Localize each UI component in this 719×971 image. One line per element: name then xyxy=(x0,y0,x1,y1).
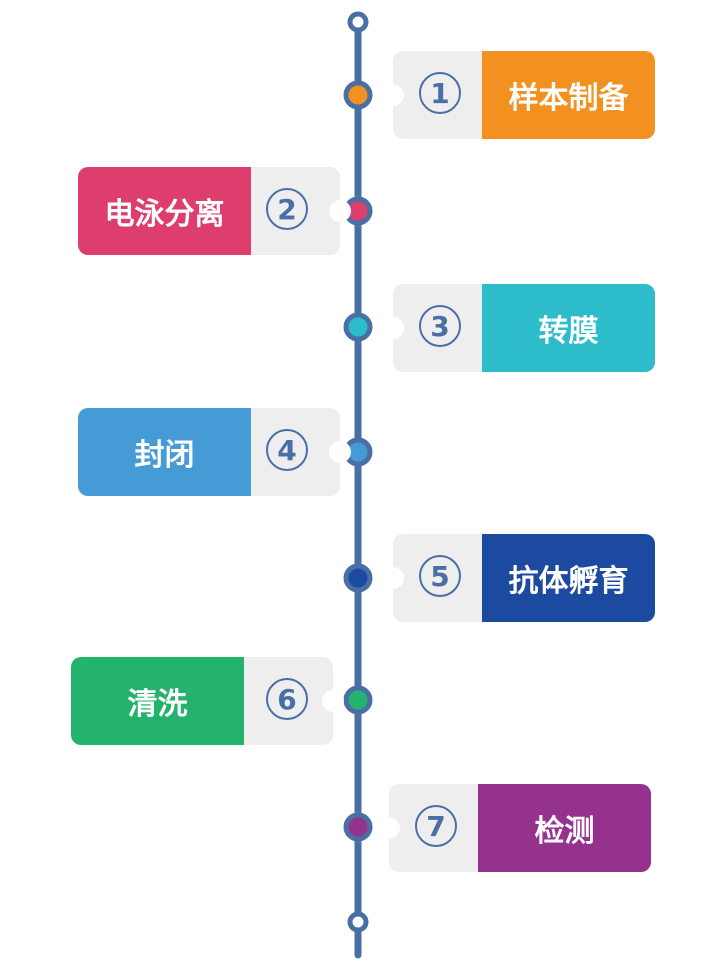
step-1: 1 样本制备 xyxy=(382,51,655,139)
step-label: 抗体孵育 xyxy=(482,534,655,622)
step-number-badge: 7 xyxy=(415,805,457,847)
timeline-end-cap xyxy=(347,911,369,933)
step-number-badge: 4 xyxy=(266,429,308,471)
step-label: 转膜 xyxy=(482,284,655,372)
step-label: 封闭 xyxy=(78,408,251,496)
step-label: 样本制备 xyxy=(482,51,655,139)
step-6: 清洗 6 xyxy=(71,657,344,745)
step-2: 电泳分离 2 xyxy=(78,167,351,255)
node-1 xyxy=(343,80,373,110)
step-number-badge: 6 xyxy=(266,678,308,720)
step-number-badge: 2 xyxy=(266,188,308,230)
step-5: 5 抗体孵育 xyxy=(382,534,655,622)
node-5 xyxy=(343,563,373,593)
step-number-badge: 3 xyxy=(419,305,461,347)
step-4: 封闭 4 xyxy=(78,408,351,496)
step-label: 电泳分离 xyxy=(78,167,251,255)
tab-notch xyxy=(378,817,400,839)
step-label: 清洗 xyxy=(71,657,244,745)
timeline-start-cap xyxy=(347,11,369,33)
step-number-badge: 1 xyxy=(419,72,461,114)
tab-notch xyxy=(382,84,404,106)
step-label: 检测 xyxy=(478,784,651,872)
tab-notch xyxy=(322,690,344,712)
step-number-badge: 5 xyxy=(419,555,461,597)
step-7: 7 检测 xyxy=(378,784,651,872)
tab-notch xyxy=(382,317,404,339)
tab-notch xyxy=(382,567,404,589)
tab-notch xyxy=(329,200,351,222)
node-7 xyxy=(343,812,373,842)
node-6 xyxy=(343,685,373,715)
step-3: 3 转膜 xyxy=(382,284,655,372)
node-3 xyxy=(343,312,373,342)
tab-notch xyxy=(329,441,351,463)
